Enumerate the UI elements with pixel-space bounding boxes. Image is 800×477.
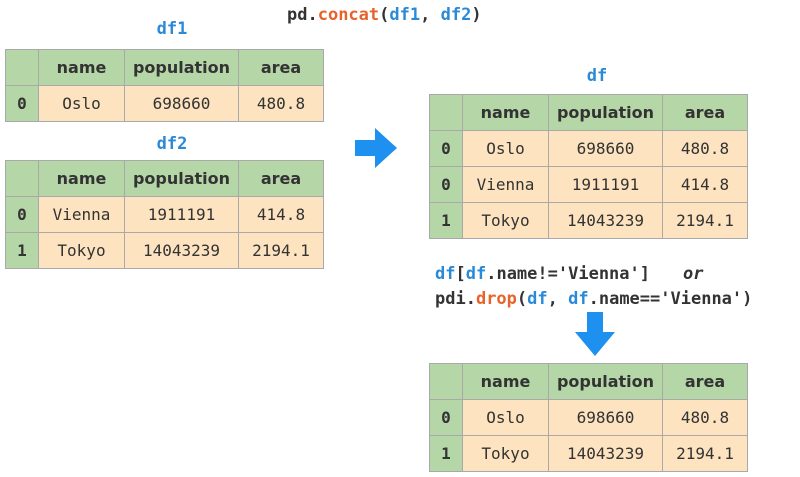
concat-sep: , <box>420 5 441 25</box>
index-header <box>5 160 39 197</box>
code-df-2: df <box>465 264 487 284</box>
code-paren-close: ) <box>742 289 753 309</box>
area-cell: 2194.1 <box>662 202 748 239</box>
row-index: 0 <box>429 399 463 436</box>
code-df-3: df <box>527 289 548 309</box>
index-header <box>5 49 39 86</box>
arrow-right-icon <box>355 128 397 168</box>
area-cell: 480.8 <box>662 130 748 167</box>
column-header: population <box>124 160 239 197</box>
code-bracket-open: [ <box>455 264 466 284</box>
concat-prefix: pd. <box>287 5 318 25</box>
name-cell: Oslo <box>462 399 549 436</box>
row-index: 1 <box>429 435 463 472</box>
code-pdi: pdi. <box>435 289 476 309</box>
concat-arg2: df2 <box>440 5 472 25</box>
column-header: name <box>38 49 125 86</box>
concat-code: pd.concat(df1, df2) <box>287 5 482 25</box>
code-df-4: df <box>568 289 589 309</box>
concat-arg1: df1 <box>389 5 421 25</box>
concat-func: concat <box>317 5 380 25</box>
code-bracket-close: ] <box>639 264 651 284</box>
name-cell: Tokyo <box>38 232 125 269</box>
code-comma: , <box>547 289 569 309</box>
column-header: name <box>38 160 125 197</box>
population-cell: 698660 <box>548 130 663 167</box>
area-cell: 480.8 <box>238 85 324 122</box>
column-header: area <box>238 160 324 197</box>
column-header: area <box>662 94 748 131</box>
population-cell: 14043239 <box>124 232 239 269</box>
area-cell: 414.8 <box>238 196 324 233</box>
column-header: area <box>662 363 748 400</box>
df-label: df <box>586 66 608 86</box>
column-header: area <box>238 49 324 86</box>
code-paren-open: ( <box>516 289 528 309</box>
population-cell: 1911191 <box>124 196 239 233</box>
population-cell: 698660 <box>548 399 663 436</box>
name-cell: Tokyo <box>462 435 549 472</box>
row-index: 0 <box>429 166 463 203</box>
code-name-eq: .name== <box>588 289 661 309</box>
code-vienna-2: 'Vienna' <box>660 289 743 309</box>
population-cell: 1911191 <box>548 166 663 203</box>
row-index: 1 <box>5 232 39 269</box>
column-header: population <box>548 363 663 400</box>
name-cell: Vienna <box>38 196 125 233</box>
column-header: population <box>548 94 663 131</box>
concat-open: ( <box>379 5 390 25</box>
column-header: population <box>124 49 239 86</box>
df2-label: df2 <box>156 134 188 154</box>
or-word: or <box>683 264 704 284</box>
name-cell: Oslo <box>38 85 125 122</box>
code-name-ne: .name!= <box>486 264 558 284</box>
population-cell: 14043239 <box>548 435 663 472</box>
area-cell: 2194.1 <box>238 232 324 269</box>
area-cell: 2194.1 <box>662 435 748 472</box>
area-cell: 480.8 <box>662 399 748 436</box>
column-header: name <box>462 94 549 131</box>
index-header <box>429 363 463 400</box>
filter-code-line1: df[df.name!='Vienna'] <box>435 264 650 284</box>
population-cell: 698660 <box>124 85 239 122</box>
code-df-1: df <box>435 264 456 284</box>
name-cell: Vienna <box>462 166 549 203</box>
code-drop: drop <box>475 289 517 309</box>
population-cell: 14043239 <box>548 202 663 239</box>
index-header <box>429 94 463 131</box>
row-index: 1 <box>429 202 463 239</box>
code-vienna-1: 'Vienna' <box>557 264 640 284</box>
row-index: 0 <box>429 130 463 167</box>
concat-close: ) <box>471 5 482 25</box>
row-index: 0 <box>5 85 39 122</box>
name-cell: Oslo <box>462 130 549 167</box>
area-cell: 414.8 <box>662 166 748 203</box>
column-header: name <box>462 363 549 400</box>
row-index: 0 <box>5 196 39 233</box>
arrow-down-icon <box>575 312 615 356</box>
name-cell: Tokyo <box>462 202 549 239</box>
df1-label: df1 <box>156 19 188 39</box>
filter-code-line2: pdi.drop(df, df.name=='Vienna') <box>435 289 752 309</box>
